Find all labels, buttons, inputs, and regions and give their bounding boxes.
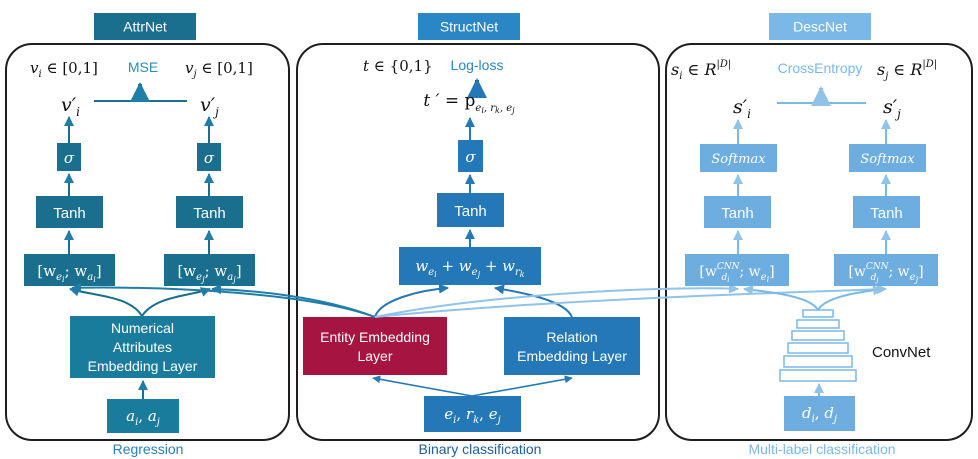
attrnet-concat-left bbox=[24, 254, 115, 286]
descnet-concat-right bbox=[834, 254, 938, 286]
svg-text:Attributes: Attributes bbox=[113, 339, 172, 355]
structnet-input-label: ei, rk, ej bbox=[444, 405, 500, 426]
descnet-softmax-right bbox=[849, 144, 926, 172]
svg-text:Entity Embedding: Entity Embedding bbox=[320, 329, 430, 345]
relation-embedding-layer bbox=[504, 317, 640, 375]
svg-text:Tanh: Tanh bbox=[193, 205, 226, 222]
attrnet-sigma-right bbox=[197, 143, 221, 171]
attrnet-caption: Regression bbox=[113, 441, 184, 457]
structnet-pred: t ′ = pei, rk, ej bbox=[423, 91, 515, 115]
attrnet-tanh-right bbox=[176, 196, 243, 228]
descnet-panel bbox=[665, 43, 973, 441]
attrnet-title-tab: AttrNet bbox=[94, 13, 196, 40]
attrnet-concat-right-label: [wej; waj] bbox=[177, 262, 241, 284]
descnet-tanh-right bbox=[853, 196, 920, 228]
descnet-softmax-left bbox=[700, 144, 777, 172]
structnet-panel bbox=[296, 43, 660, 441]
structnet-input bbox=[424, 396, 521, 432]
convnet-label: ConvNet bbox=[872, 344, 931, 361]
attrnet-sigma-left bbox=[57, 143, 81, 171]
descnet-title: DescNet bbox=[793, 19, 847, 35]
svg-text:Tanh: Tanh bbox=[870, 205, 903, 222]
attrnet-vj-range: vj ∈ [0,1] bbox=[185, 59, 253, 80]
svg-text:Layer: Layer bbox=[357, 348, 392, 364]
svg-text:Tanh: Tanh bbox=[454, 203, 487, 220]
attrnet-vi-range: vi ∈ [0,1] bbox=[30, 59, 98, 80]
descnet-input bbox=[784, 396, 855, 431]
attrnet-panel bbox=[5, 43, 290, 441]
svg-text:Embedding Layer: Embedding Layer bbox=[88, 358, 198, 374]
convnet-pyramid-icon bbox=[779, 309, 857, 382]
svg-text:σ: σ bbox=[64, 149, 75, 167]
structnet-title: StructNet bbox=[440, 19, 498, 35]
svg-text:σ: σ bbox=[465, 148, 476, 166]
attrnet-vj-pred: v′j bbox=[200, 94, 219, 119]
attrnet-concat-right bbox=[164, 254, 255, 286]
descnet-input-label: di, dj bbox=[802, 404, 837, 425]
svg-text:σ: σ bbox=[204, 149, 215, 167]
svg-text:Numerical: Numerical bbox=[111, 320, 174, 336]
attrnet-embedding-layer bbox=[70, 316, 215, 378]
attrnet-vi-pred: v′i bbox=[61, 94, 80, 119]
descnet-sj-pred: s′j bbox=[883, 96, 901, 121]
descnet-si-target: si ∈ R|D| bbox=[671, 59, 731, 82]
structnet-sigma bbox=[458, 140, 483, 172]
attrnet-tanh-left bbox=[36, 196, 103, 228]
attrnet-input bbox=[107, 399, 179, 433]
structnet-sum-label: wei + wej + wrk bbox=[415, 257, 524, 279]
entity-embedding-layer bbox=[303, 317, 447, 375]
attrnet-input-label: ai, aj bbox=[126, 407, 160, 428]
descnet-tanh-left bbox=[704, 196, 771, 228]
attrnet-loss: MSE bbox=[128, 59, 158, 75]
structnet-caption: Binary classification bbox=[419, 441, 542, 457]
structnet-tanh bbox=[437, 193, 504, 227]
svg-text:Softmax: Softmax bbox=[711, 152, 766, 167]
descnet-title-tab: DescNet bbox=[769, 13, 871, 40]
structnet-target: t ∈ {0,1} bbox=[363, 57, 433, 75]
descnet-si-pred: s′i bbox=[733, 96, 751, 121]
descnet-sj-target: sj ∈ R|D| bbox=[877, 59, 937, 82]
descnet-concat-left bbox=[685, 254, 789, 286]
descnet-caption: Multi-label classification bbox=[748, 441, 895, 457]
svg-text:Relation: Relation bbox=[546, 329, 597, 345]
svg-text:Tanh: Tanh bbox=[721, 205, 754, 222]
structnet-title-tab: StructNet bbox=[418, 13, 520, 40]
attrnet-title: AttrNet bbox=[123, 19, 167, 35]
svg-text:Softmax: Softmax bbox=[860, 152, 915, 167]
svg-text:Tanh: Tanh bbox=[53, 205, 86, 222]
svg-text:Embedding Layer: Embedding Layer bbox=[517, 348, 627, 364]
structnet-sum bbox=[399, 247, 541, 285]
structnet-loss: Log-loss bbox=[451, 57, 504, 73]
descnet-loss: CrossEntropy bbox=[778, 60, 863, 76]
attrnet-concat-left-label: [wei; wai] bbox=[37, 262, 101, 284]
